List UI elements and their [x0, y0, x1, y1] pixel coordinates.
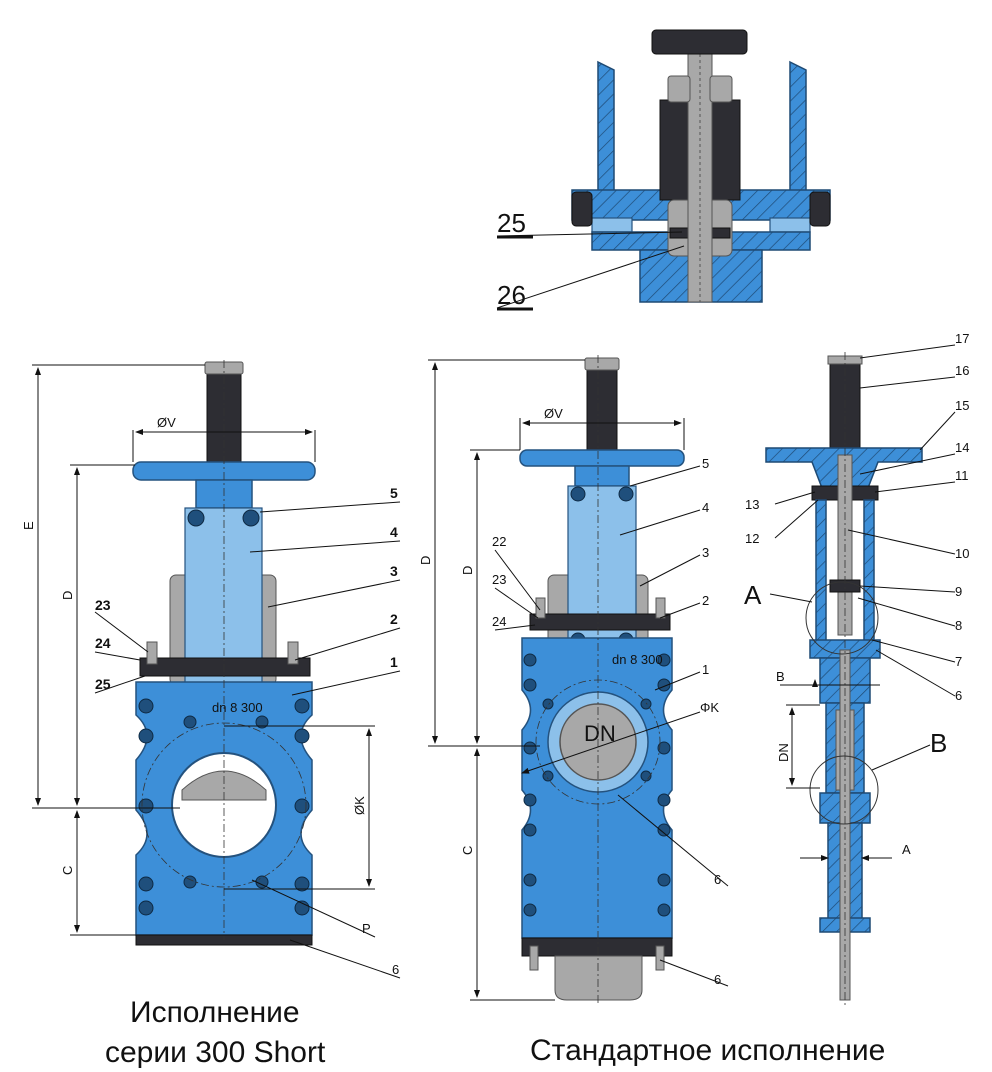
left-mark-4: 4: [390, 524, 398, 540]
left-caption-line1: Исполнение: [130, 996, 300, 1029]
left-mark-24: 24: [95, 635, 111, 651]
left-mark-2: 2: [390, 611, 398, 627]
right-mark-7: 7: [955, 654, 962, 669]
right-mark-15: 15: [955, 398, 969, 413]
left-mark-5: 5: [390, 485, 398, 501]
left-mark-P: P: [362, 921, 371, 936]
middle-dim-C: C: [460, 846, 475, 855]
right-mark-11: 11: [955, 468, 969, 483]
right-detail-B: B: [930, 728, 947, 758]
middle-mark-1: 1: [702, 662, 709, 677]
top-section-detail: 25 26: [496, 29, 831, 311]
right-mark-16: 16: [955, 363, 969, 378]
left-mark-6: 6: [392, 962, 399, 977]
middle-mark-6b: 6: [714, 972, 721, 987]
callout-25: 25: [497, 208, 526, 238]
left-dim-E: E: [21, 521, 36, 530]
callout-26: 26: [497, 280, 526, 310]
left-mark-23: 23: [95, 597, 111, 613]
left-valve-view: dn 8 300 E D C ØV ØK 5 4 3 2 1 23: [21, 360, 401, 1069]
middle-mark-6a: 6: [714, 872, 721, 887]
middle-dim-K: ΦK: [700, 700, 719, 715]
right-detail-A: A: [744, 580, 762, 610]
right-dim-B: B: [776, 669, 785, 684]
left-plate-text: dn 8 300: [212, 700, 263, 715]
middle-mark-22: 22: [492, 534, 506, 549]
left-caption-line2: серии 300 Short: [105, 1036, 326, 1069]
right-mark-6: 6: [955, 688, 962, 703]
right-mark-10: 10: [955, 546, 969, 561]
left-mark-1: 1: [390, 654, 398, 670]
left-dim-K: ØK: [352, 796, 367, 815]
right-dim-A: A: [902, 842, 911, 857]
right-mark-14: 14: [955, 440, 969, 455]
right-dim-DN: DN: [776, 743, 791, 762]
middle-valve-view: DN dn 8 300 D D C ØV ΦK 5 4 3 2 1 22 23: [418, 355, 885, 1067]
middle-plate-text: dn 8 300: [612, 652, 663, 667]
left-dim-D: D: [60, 591, 75, 600]
left-body-bolts: [138, 698, 310, 916]
middle-mark-23: 23: [492, 572, 506, 587]
middle-mark-2: 2: [702, 593, 709, 608]
middle-dim-D1: D: [418, 556, 433, 565]
middle-mark-4: 4: [702, 500, 709, 515]
right-mark-17: 17: [955, 331, 969, 346]
left-mark-25: 25: [95, 676, 111, 692]
middle-body-bolts: [523, 653, 671, 917]
middle-mark-5: 5: [702, 456, 709, 471]
middle-caption: Стандартное исполнение: [530, 1034, 885, 1067]
middle-dim-V: ØV: [544, 406, 563, 421]
right-mark-9: 9: [955, 584, 962, 599]
left-dim-V: ØV: [157, 415, 176, 430]
right-mark-8: 8: [955, 618, 962, 633]
left-mark-3: 3: [390, 563, 398, 579]
middle-dim-DN: DN: [584, 721, 616, 746]
right-mark-12: 12: [745, 531, 759, 546]
right-section-view: A B B DN A 17 16 15 14 11 13 12 10 9 8: [744, 331, 969, 1005]
middle-mark-24: 24: [492, 614, 506, 629]
right-mark-13: 13: [745, 497, 759, 512]
middle-mark-3: 3: [702, 545, 709, 560]
left-dim-C: C: [60, 866, 75, 875]
middle-dim-D2: D: [460, 566, 475, 575]
